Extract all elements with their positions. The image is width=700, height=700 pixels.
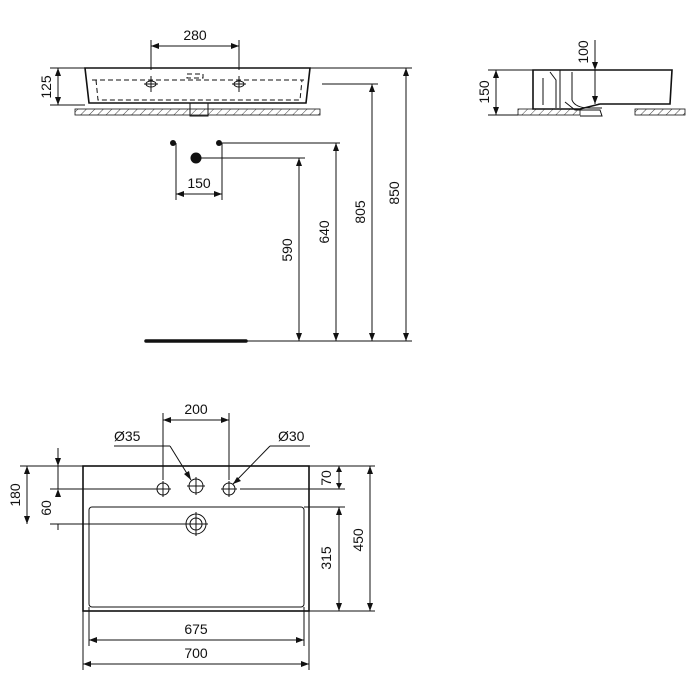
dim-150-label: 150 — [187, 175, 211, 191]
basin-side-outline — [532, 69, 673, 110]
counter-hatch-side-right — [634, 108, 686, 116]
tap-hole-center-top — [187, 477, 205, 495]
basin-inner-dashed — [92, 79, 304, 101]
side-view: 100 150 — [476, 40, 686, 117]
bowl-inner-outline — [88, 506, 305, 608]
hole-diameter-30-label: Ø30 — [278, 428, 305, 444]
tap-hole-left-top — [155, 481, 171, 497]
dim-805-label: 805 — [352, 200, 368, 224]
tap-hole-left — [144, 76, 158, 92]
dim-125-label: 125 — [38, 75, 54, 99]
dim-450-label: 450 — [350, 528, 366, 552]
basin-front-outline — [84, 67, 311, 104]
waste-outlet — [189, 103, 209, 117]
counter-hatch-side-left — [517, 108, 581, 116]
dim-60-label: 60 — [38, 500, 54, 516]
dim-100-label: 100 — [575, 40, 591, 64]
drain-point-small-right — [216, 140, 222, 146]
overflow-slot — [186, 73, 204, 79]
dim-315-label: 315 — [318, 546, 334, 570]
drain-point-small-left — [170, 140, 176, 146]
dim-640-label: 640 — [316, 220, 332, 244]
dim-180-label: 180 — [7, 483, 23, 507]
dim-70-label: 70 — [318, 470, 334, 486]
dim-280-label: 280 — [183, 27, 207, 43]
basin-top-outline — [82, 465, 310, 612]
drain-hole-top — [184, 512, 208, 536]
dim-675-label: 675 — [184, 621, 208, 637]
dim-700-label: 700 — [184, 645, 208, 661]
tap-hole-right-top — [221, 481, 237, 497]
dim-200-label: 200 — [184, 401, 208, 417]
top-view: 200 Ø35 Ø30 70 315 450 — [7, 401, 375, 670]
dim-850-label: 850 — [386, 181, 402, 205]
dim-150-side-label: 150 — [476, 80, 492, 104]
drain-point-large — [190, 152, 202, 164]
tap-hole-right — [232, 76, 246, 92]
front-view: 280 125 150 590 6 — [38, 27, 412, 343]
counter-hatch-front — [74, 108, 321, 116]
dim-590-label: 590 — [279, 238, 295, 262]
hole-diameter-35-label: Ø35 — [114, 428, 141, 444]
